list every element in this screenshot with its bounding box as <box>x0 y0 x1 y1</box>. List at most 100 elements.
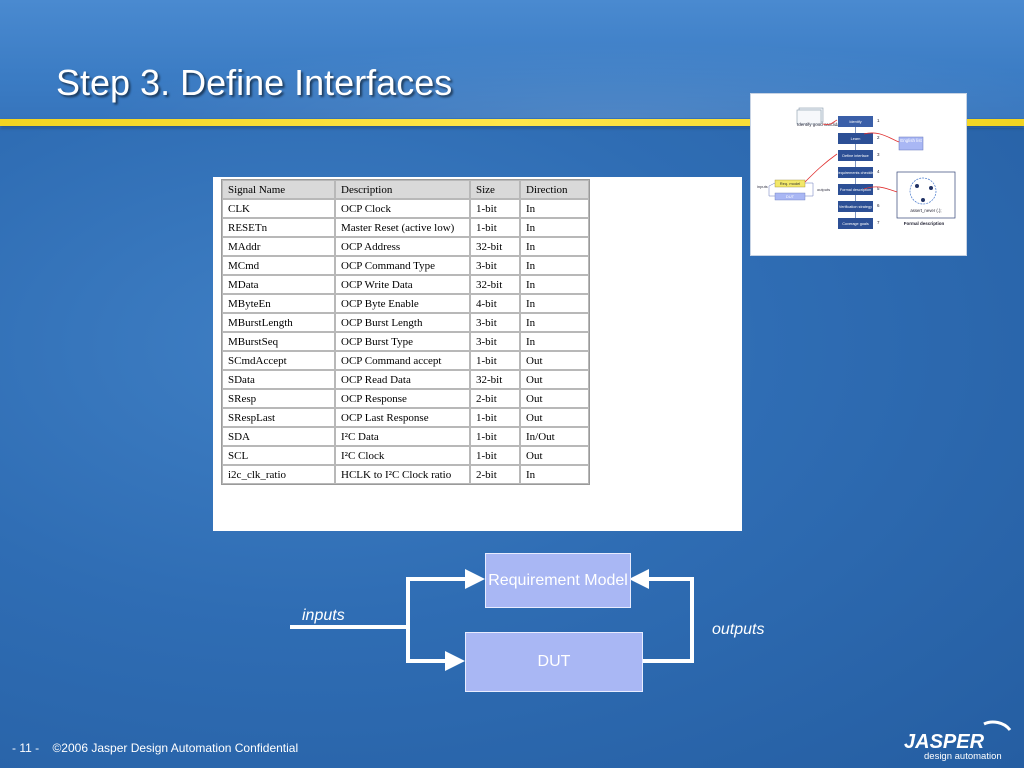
table-header-row: Signal Name Description Size Direction <box>222 180 589 199</box>
description-cell: OCP Byte Enable <box>335 294 470 313</box>
signal-name-cell: MBurstSeq <box>222 332 335 351</box>
signal-name-cell: MBurstLength <box>222 313 335 332</box>
thumb-state-dot-3 <box>921 198 925 202</box>
signal-name-cell: MByteEn <box>222 294 335 313</box>
size-cell: 1-bit <box>470 427 520 446</box>
thumb-step-box <box>838 116 873 127</box>
direction-cell: Out <box>520 351 589 370</box>
page-number: - 11 - <box>12 741 40 755</box>
thumb-step-number: 5 <box>877 186 880 191</box>
thumb-state-dot-1 <box>915 184 919 188</box>
slide-title: Step 3. Define Interfaces <box>56 62 453 103</box>
title-underline <box>0 119 1024 126</box>
logo-tagline: design automation <box>924 751 1002 762</box>
header-size: Size <box>470 180 520 199</box>
thumb-step-box <box>838 218 873 229</box>
title-band <box>0 0 1024 128</box>
signal-name-cell: MAddr <box>222 237 335 256</box>
size-cell: 3-bit <box>470 332 520 351</box>
description-cell: OCP Command Type <box>335 256 470 275</box>
thumb-inputs: inputs <box>757 184 768 189</box>
size-cell: 2-bit <box>470 465 520 484</box>
size-cell: 32-bit <box>470 370 520 389</box>
signal-table-panel: Signal Name Description Size Direction C… <box>213 177 742 531</box>
header-description: Description <box>335 180 470 199</box>
thumb-step-label: Formal description <box>840 188 871 192</box>
size-cell: 1-bit <box>470 199 520 218</box>
direction-cell: In <box>520 199 589 218</box>
description-cell: OCP Command accept <box>335 351 470 370</box>
thumb-step-label: Identify <box>849 120 861 124</box>
size-cell: 3-bit <box>470 313 520 332</box>
description-cell: OCP Burst Type <box>335 332 470 351</box>
signal-name-cell: SRespLast <box>222 408 335 427</box>
thumb-dut-box <box>774 192 806 201</box>
header-direction: Direction <box>520 180 589 199</box>
direction-cell: In <box>520 313 589 332</box>
thumb-candidates: Identify good candidates <box>797 122 847 127</box>
requirement-model-label: Requirement Model <box>488 571 628 589</box>
size-cell: 32-bit <box>470 275 520 294</box>
thumb-state-dot-2 <box>929 186 933 190</box>
logo-swoosh <box>983 720 1012 731</box>
direction-cell: In <box>520 275 589 294</box>
signal-name-cell: SDA <box>222 427 335 446</box>
direction-cell: In <box>520 237 589 256</box>
direction-cell: In <box>520 294 589 313</box>
thumb-formal-box <box>896 171 956 219</box>
signal-name-cell: i2c_clk_ratio <box>222 465 335 484</box>
candidate-stack-icon-2 <box>796 109 822 125</box>
direction-cell: In <box>520 465 589 484</box>
direction-cell: In <box>520 218 589 237</box>
signal-name-cell: SCL <box>222 446 335 465</box>
description-cell: OCP Last Response <box>335 408 470 427</box>
dut-to-requirement-arrow <box>629 569 694 663</box>
thumb-io-lines <box>768 182 814 197</box>
thumb-outputs: outputs <box>817 187 830 192</box>
direction-cell: Out <box>520 408 589 427</box>
copyright-text: ©2006 Jasper Design Automation Confident… <box>52 741 299 755</box>
inputs-to-requirement-arrow <box>406 569 485 627</box>
description-cell: HCLK to I²C Clock ratio <box>335 465 470 484</box>
thumb-step-box <box>838 201 873 212</box>
dut-label: DUT <box>537 653 571 670</box>
footer: - 11 - ©2006 Jasper Design Automation Co… <box>12 741 298 755</box>
thumb-step-number: 1 <box>877 118 880 123</box>
thumb-step-box <box>838 150 873 161</box>
thumb-formal-desc: Formal description <box>904 221 945 226</box>
thumb-state-circle <box>909 177 937 205</box>
thumb-arrow-candidates <box>822 119 838 125</box>
thumb-step-number: 2 <box>877 135 880 140</box>
thumb-step-label: Verification strategy <box>839 205 872 209</box>
thumb-req-model-box <box>774 179 806 188</box>
thumb-dut: DUT <box>786 194 795 199</box>
size-cell: 3-bit <box>470 256 520 275</box>
outputs-label: outputs <box>712 621 765 638</box>
header-signal-name: Signal Name <box>222 180 335 199</box>
description-cell: OCP Write Data <box>335 275 470 294</box>
inputs-label: inputs <box>302 607 345 624</box>
description-cell: OCP Response <box>335 389 470 408</box>
description-cell: Master Reset (active low) <box>335 218 470 237</box>
description-cell: I²C Data <box>335 427 470 446</box>
signal-name-cell: SCmdAccept <box>222 351 335 370</box>
size-cell: 32-bit <box>470 237 520 256</box>
thumb-step-box <box>838 167 873 178</box>
description-cell: OCP Burst Length <box>335 313 470 332</box>
thumb-step-box <box>838 133 873 144</box>
